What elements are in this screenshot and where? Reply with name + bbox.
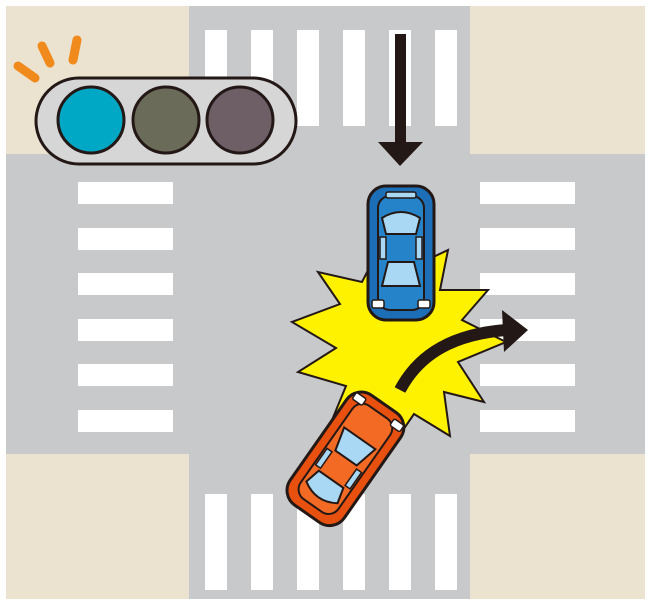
crosswalk-stripe (251, 494, 273, 590)
sidewalk-corner-bottom-right (470, 454, 645, 599)
crosswalk-stripe (435, 494, 457, 590)
crosswalk-stripe (480, 182, 575, 204)
red-lamp (207, 87, 273, 153)
crosswalk-stripe (480, 410, 575, 432)
yellow-lamp (133, 87, 199, 153)
crosswalk-stripe (480, 228, 575, 250)
blue-car-headlight-right (418, 300, 430, 308)
sidewalk-corner-top-right (470, 6, 645, 154)
crosswalk-stripe (343, 30, 365, 126)
blue-car-headlight-left (372, 300, 384, 308)
sidewalk-corner-bottom-left (6, 454, 189, 599)
crosswalk-stripe (205, 494, 227, 590)
crosswalk-stripe (480, 364, 575, 386)
crosswalk-stripe (78, 319, 173, 341)
blue-car-rear-window (382, 212, 420, 234)
crosswalk-stripe (297, 30, 319, 126)
blue-car (368, 186, 434, 320)
crosswalk-stripe (78, 364, 173, 386)
crosswalk-stripe (78, 228, 173, 250)
green-lamp (58, 87, 124, 153)
crosswalk-stripe (78, 273, 173, 295)
crosswalk-stripe (435, 30, 457, 126)
crosswalk-stripe (480, 273, 575, 295)
crosswalk-stripe (78, 182, 173, 204)
blue-car-windshield (382, 262, 420, 286)
crosswalk-stripe (389, 494, 411, 590)
crosswalk-stripe (78, 410, 173, 432)
